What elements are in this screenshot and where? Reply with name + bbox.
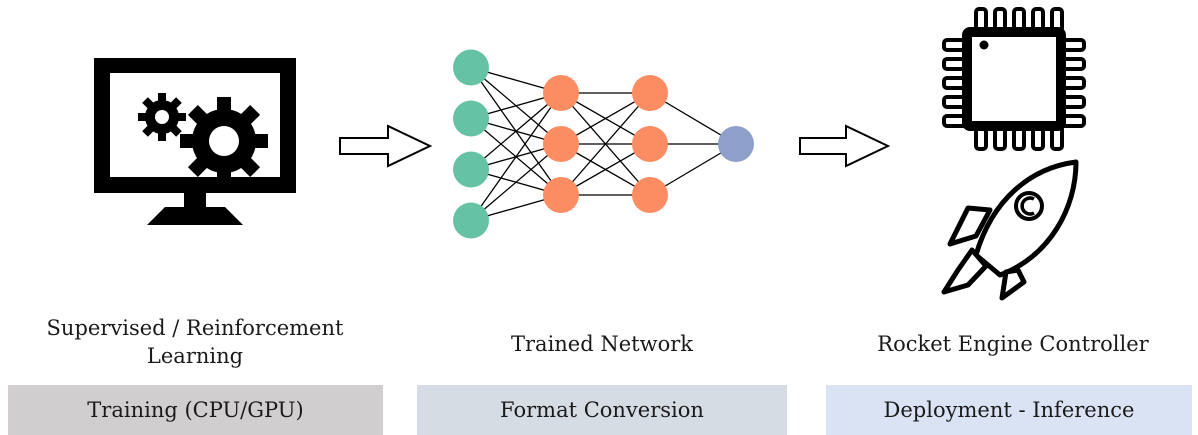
network-node	[632, 75, 668, 111]
network-node	[632, 126, 668, 162]
small-gear-icon	[138, 93, 186, 141]
stage1-caption: Supervised / Reinforcement Learning	[20, 314, 370, 370]
large-gear-icon	[180, 97, 268, 185]
network-node	[543, 126, 579, 162]
stage1-caption-line2: Learning	[146, 344, 244, 368]
training-band: Training (CPU/GPU)	[8, 385, 383, 435]
network-node	[453, 49, 489, 86]
deployment-band-label: Deployment - Inference	[883, 398, 1135, 422]
rocket-icon	[941, 159, 1079, 301]
network-node	[453, 100, 489, 137]
microchip-icon	[942, 7, 1086, 151]
arrow-2	[799, 124, 891, 168]
stage1-caption-line1: Supervised / Reinforcement	[46, 316, 344, 340]
stage3-caption-line1: Rocket Engine Controller	[877, 332, 1149, 356]
stage2-caption: Trained Network	[417, 330, 787, 358]
network-node	[453, 202, 489, 239]
network-node	[543, 177, 579, 213]
arrow-1	[339, 124, 433, 168]
network-node	[718, 126, 754, 162]
network-edge	[470, 143, 562, 221]
network-node	[632, 177, 668, 213]
network-edge	[470, 92, 562, 170]
training-band-label: Training (CPU/GPU)	[87, 398, 304, 422]
network-edge	[560, 92, 651, 196]
network-node	[453, 151, 489, 188]
network-node	[543, 75, 579, 111]
deployment-band: Deployment - Inference	[826, 385, 1192, 435]
stage3-caption: Rocket Engine Controller	[828, 330, 1198, 358]
stage2-caption-line1: Trained Network	[511, 332, 693, 356]
format-conversion-band-label: Format Conversion	[500, 398, 704, 422]
monitor-with-gears-icon	[94, 58, 296, 225]
neural-network	[453, 49, 754, 239]
format-conversion-band: Format Conversion	[417, 385, 787, 435]
network-edge	[470, 92, 562, 221]
